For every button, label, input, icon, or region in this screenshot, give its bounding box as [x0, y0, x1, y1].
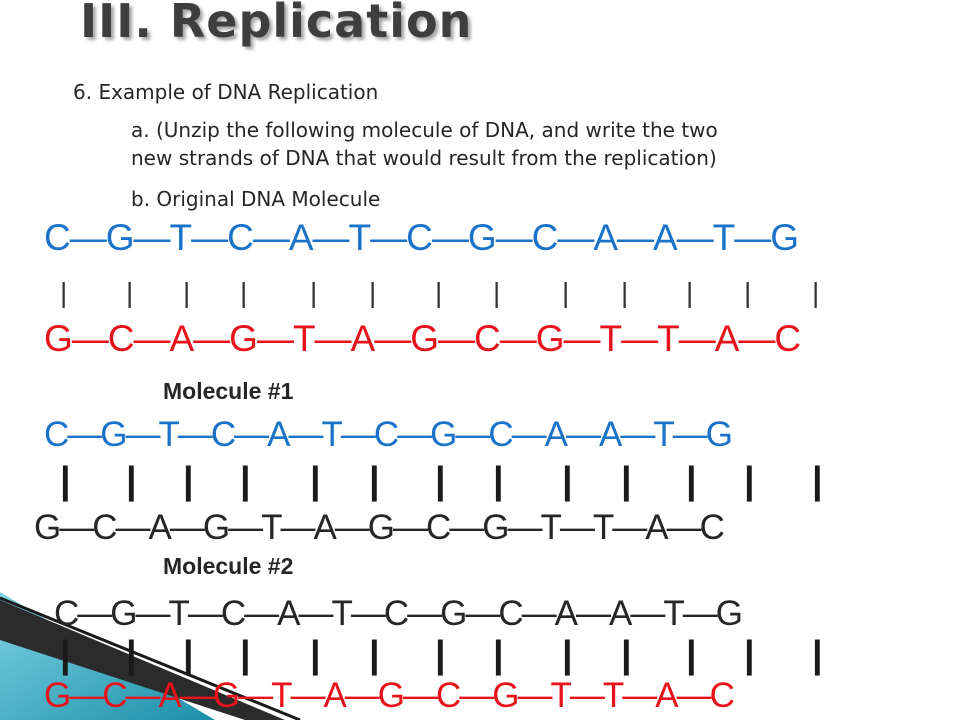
item-a-line-1: a. (Unzip the following molecule of DNA,…: [131, 118, 718, 142]
bond-line: |: [493, 277, 501, 308]
bond-line: |: [369, 277, 377, 308]
item-6: 6. Example of DNA Replication: [73, 80, 379, 104]
molecule-1-bonds: | | | | | | | | | | | | |: [44, 460, 824, 502]
original-top-strand: C—G—T—C—A—T—C—G—C—A—A—T—G: [44, 217, 799, 258]
bond-line: |: [60, 460, 71, 502]
bond-line: |: [435, 277, 443, 308]
slide-title: III. Replication: [80, 0, 473, 48]
bond-line: |: [562, 277, 570, 308]
bond-line: |: [310, 460, 321, 502]
bond-line: |: [562, 634, 573, 676]
bond-line: |: [240, 277, 248, 308]
bond-line: |: [812, 460, 823, 502]
molecule-2-bonds: | | | | | | | | | | | | |: [44, 634, 824, 676]
decor-line: [0, 596, 301, 720]
molecule-1-top-strand: C—G—T—C—A—T—C—G—C—A—A—T—G: [44, 415, 733, 454]
bond-line: |: [126, 277, 134, 308]
bond-line: |: [744, 634, 755, 676]
molecule-1-bottom-strand: G—C—A—G—T—A—G—C—G—T—T—A—C: [34, 508, 725, 547]
bond-line: |: [310, 634, 321, 676]
bond-line: |: [435, 460, 446, 502]
bond-line: |: [621, 460, 632, 502]
bond-line: |: [240, 460, 251, 502]
bond-line: |: [369, 460, 380, 502]
bond-line: |: [369, 634, 380, 676]
bond-line: |: [812, 634, 823, 676]
bond-line: |: [686, 277, 694, 308]
item-b: b. Original DNA Molecule: [131, 187, 381, 211]
bond-line: |: [686, 460, 697, 502]
bond-line: |: [240, 634, 251, 676]
bond-line: |: [183, 460, 194, 502]
bond-line: |: [686, 634, 697, 676]
bond-line: |: [310, 277, 318, 308]
decor-dark-wedge: [0, 600, 285, 720]
bond-line: |: [812, 277, 820, 308]
bond-line: |: [744, 460, 755, 502]
bond-line: |: [126, 634, 137, 676]
molecule-2-label: Molecule #2: [163, 553, 294, 579]
bond-line: |: [562, 460, 573, 502]
bond-line: |: [744, 277, 752, 308]
item-a-line-2: new strands of DNA that would result fro…: [131, 146, 717, 170]
molecule-1-label: Molecule #1: [163, 378, 294, 404]
bond-line: |: [435, 634, 446, 676]
bond-line: |: [183, 277, 191, 308]
bond-line: |: [621, 634, 632, 676]
bond-line: |: [493, 634, 504, 676]
molecule-2-top-strand: C—G—T—C—A—T—C—G—C—A—A—T—G: [54, 594, 743, 633]
bond-line: |: [621, 277, 629, 308]
original-bottom-strand: G—C—A—G—T—A—G—C—G—T—T—A—C: [44, 318, 801, 359]
bond-line: |: [183, 634, 194, 676]
bond-line: |: [126, 460, 137, 502]
bond-line: |: [60, 634, 71, 676]
original-bonds: | | | | | | | | | | | | |: [44, 277, 824, 317]
bond-line: |: [60, 277, 68, 308]
bond-line: |: [493, 460, 504, 502]
molecule-2-bottom-strand: G—C—A—G—T—A—G—C—G—T—T—A—C: [44, 676, 735, 715]
